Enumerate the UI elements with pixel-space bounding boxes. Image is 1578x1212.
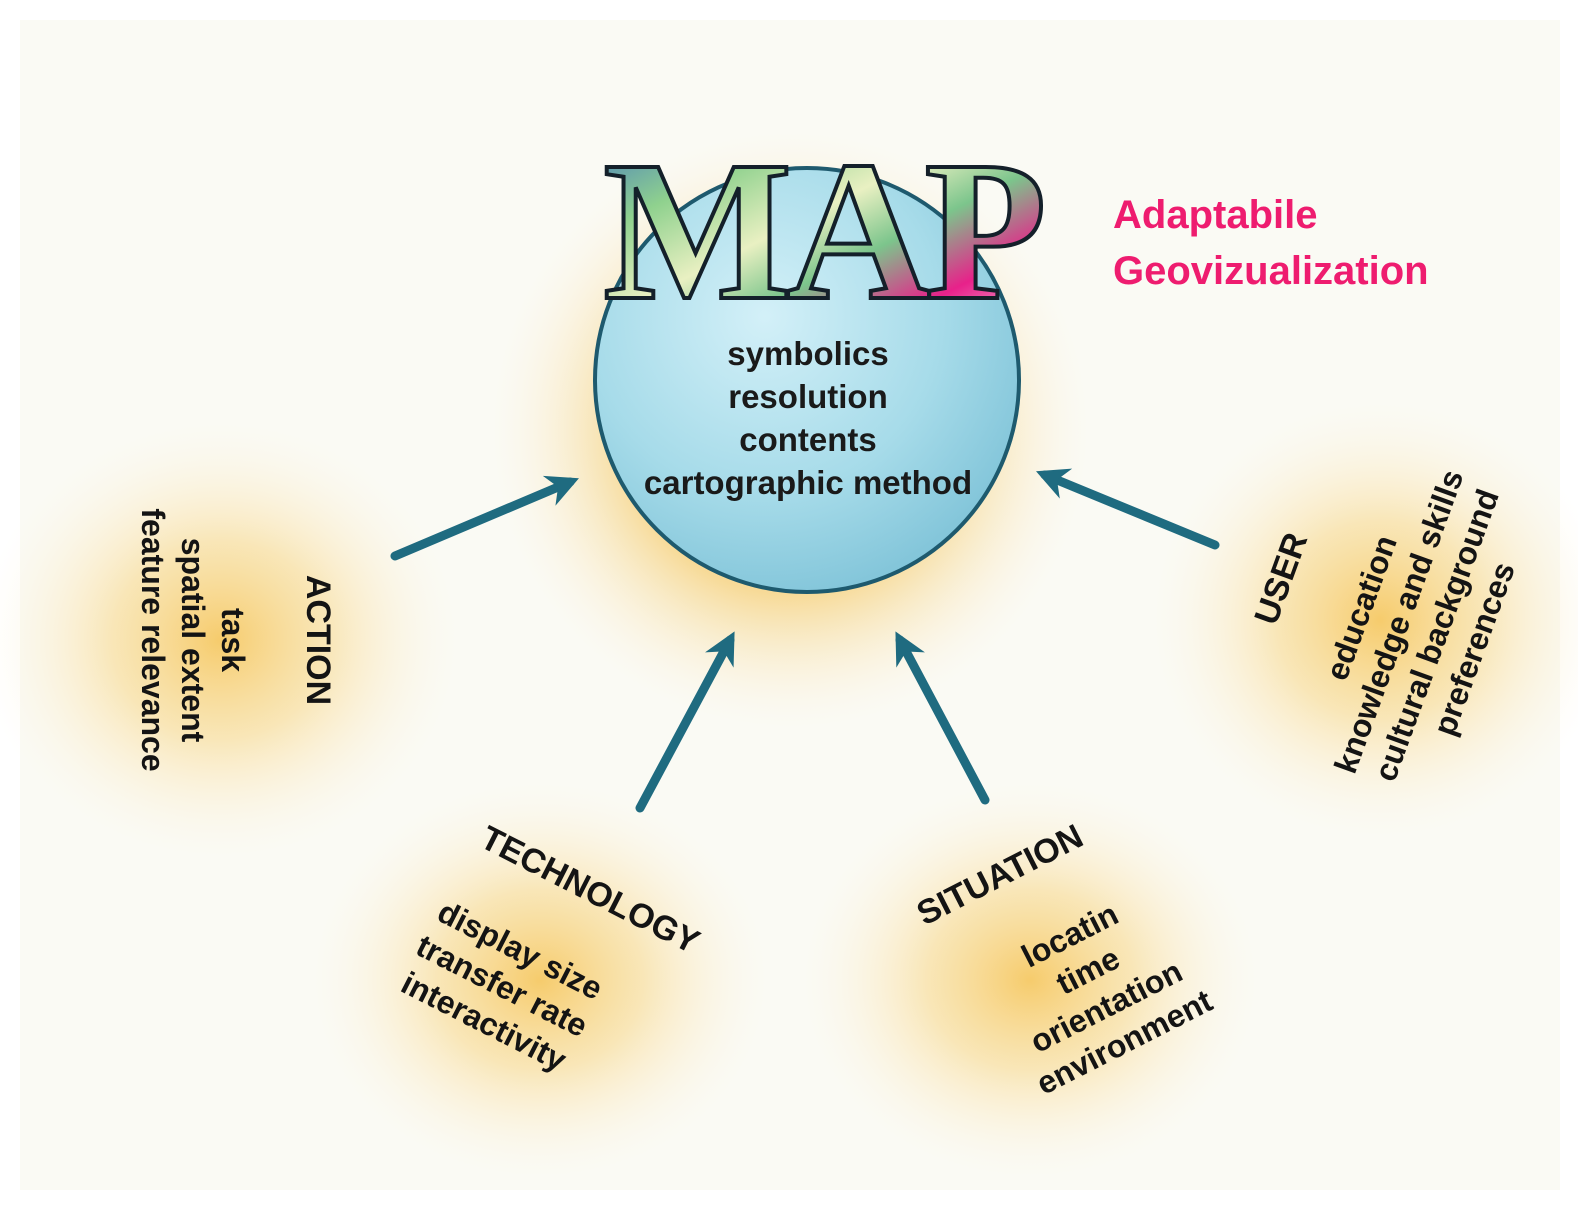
map-circle (593, 166, 1021, 594)
title-line-1: Adaptabile (1113, 193, 1317, 237)
arrow-action (390, 475, 579, 561)
arrow-situation (895, 631, 990, 805)
map-logo: MAP (603, 121, 1041, 342)
property-resolution: resolution (728, 378, 888, 415)
arrow-user (1036, 468, 1220, 550)
property-cartographic-method: cartographic method (644, 464, 972, 501)
arrow-technology (635, 631, 735, 813)
title-line-2: Geovizualization (1113, 249, 1429, 293)
action-item-task: task (215, 608, 251, 672)
situation-glow (800, 780, 1260, 1180)
property-symbolics: symbolics (727, 335, 888, 372)
user-glow (1150, 400, 1578, 840)
action-heading: ACTION (299, 575, 337, 705)
action-glow (0, 420, 460, 860)
technology-glow (310, 780, 770, 1180)
action-group: ACTION task spatial extent feature relev… (135, 508, 337, 771)
action-item-spatial-extent: spatial extent (175, 538, 211, 743)
property-contents: contents (739, 421, 877, 458)
action-item-feature-relevance: feature relevance (135, 508, 171, 771)
